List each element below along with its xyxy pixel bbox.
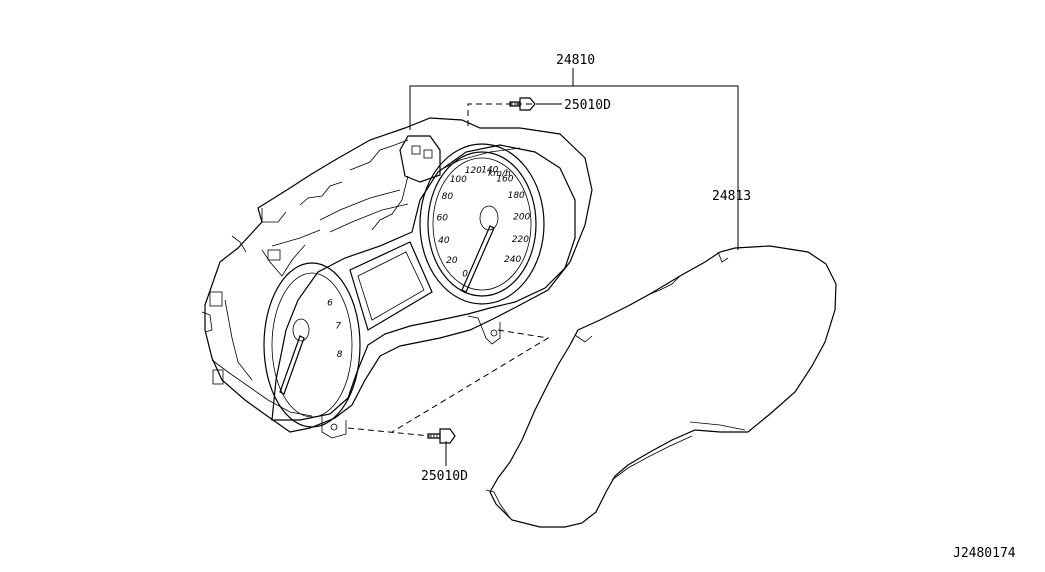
speedometer-tick-label: 40 xyxy=(438,236,450,246)
drawing-id: J2480174 xyxy=(953,546,1016,561)
tachometer-tick-label: 7 xyxy=(335,322,341,332)
tachometer-tick-label: 6 xyxy=(327,298,333,308)
speedometer-tick-label: 180 xyxy=(508,191,525,201)
speedometer-tick-label: 240 xyxy=(504,255,521,265)
center-display xyxy=(349,241,433,331)
callout-25010d-top: 25010D xyxy=(564,98,611,113)
speedometer-tick-label: 100 xyxy=(450,175,467,185)
speedometer-tick-label: 80 xyxy=(442,192,454,202)
tachometer: 6 7 8 xyxy=(263,262,361,428)
speedometer-tick-label: 0 xyxy=(462,269,468,279)
speedometer-tick-label: 20 xyxy=(446,256,458,266)
callout-24813: 24813 xyxy=(712,189,751,204)
leader-lines xyxy=(347,68,739,466)
tachometer-tick-label: 8 xyxy=(337,350,343,360)
speed-unit-label: km/h xyxy=(488,169,511,179)
speedometer-tick-label: 120 xyxy=(465,166,482,176)
speedometer-tick-label: 160 xyxy=(496,174,513,184)
speedometer-tick-label: 60 xyxy=(436,214,448,224)
callout-25010d-bottom: 25010D xyxy=(421,469,468,484)
meter-cover xyxy=(485,245,837,528)
callout-24810: 24810 xyxy=(556,53,595,68)
combination-meter-assembly xyxy=(201,117,593,439)
screw-bottom xyxy=(427,428,456,444)
speedometer-tick-label: 200 xyxy=(513,212,530,222)
speedometer-tick-label: 140 xyxy=(481,166,498,176)
speedometer-tick-label: 220 xyxy=(512,235,529,245)
